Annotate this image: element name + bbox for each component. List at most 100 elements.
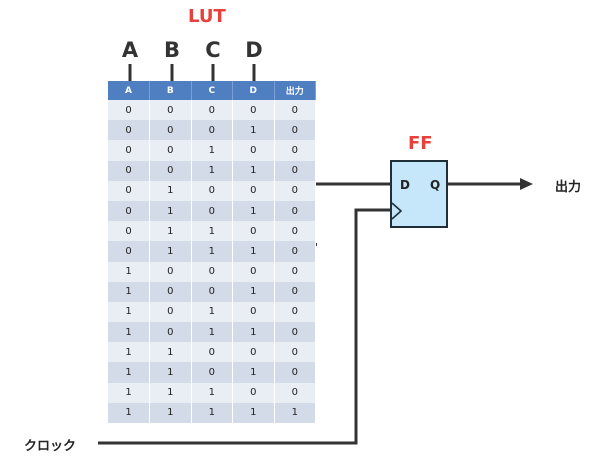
cell-b: 1 [149,342,192,363]
input-label-a: A [121,38,139,62]
cell-b: 0 [149,301,192,323]
cell-d: 0 [232,221,275,242]
cell-c: 1 [191,221,233,242]
cell-c: 1 [191,241,233,262]
cell-output: 0 [274,382,316,403]
input-label-c: C [205,38,221,62]
ff-pin-d: D [400,178,410,192]
cell-c: 1 [191,322,233,343]
clock-triangle-icon [391,202,403,220]
cell-output: 0 [274,140,316,161]
cell-a: 0 [108,180,150,201]
cell-a: 0 [108,100,150,121]
header-c: C [191,81,233,100]
ff-pin-q: Q [430,178,441,192]
wire-clock [98,208,390,445]
clock-label: クロック [24,439,77,454]
ff-title: FF [408,133,433,154]
cell-output: 1 [274,402,316,423]
cell-c: 1 [191,160,233,181]
table-header-row: A B C D 出力 [108,81,316,100]
cell-b: 0 [149,261,192,282]
cell-b: 0 [149,281,192,302]
cell-output: 0 [274,301,316,323]
cell-d: 1 [232,160,275,181]
cell-d: 0 [232,100,275,121]
cell-b: 1 [149,402,192,423]
cell-d: 1 [232,241,275,262]
cell-a: 0 [108,140,150,161]
cell-c: 0 [191,100,233,121]
cell-a: 1 [108,322,150,343]
cell-a: 1 [108,281,150,302]
cell-d: 0 [232,382,275,403]
cell-c: 0 [191,342,233,363]
cell-d: 1 [232,402,275,423]
cell-output: 0 [274,342,316,363]
cell-b: 0 [149,100,192,121]
cell-b: 0 [149,120,192,141]
cell-output: 0 [274,100,316,121]
output-arrowhead [520,178,533,190]
cell-a: 0 [108,221,150,242]
output-label: 出力 [555,180,582,195]
lut-title: LUT [188,6,226,27]
cell-output: 0 [274,120,316,141]
cell-a: 1 [108,301,150,323]
cell-c: 0 [191,362,233,383]
cell-output: 0 [274,180,316,201]
cell-a: 0 [108,120,150,141]
cell-a: 1 [108,402,150,423]
cell-output: 0 [274,200,316,222]
cell-c: 0 [191,281,233,302]
header-d: D [232,81,275,100]
cell-a: 1 [108,261,150,282]
cell-d: 1 [232,322,275,343]
cell-b: 1 [149,200,192,222]
cell-c: 0 [191,120,233,141]
cell-b: 1 [149,382,192,403]
cell-d: 0 [232,301,275,323]
cell-d: 1 [232,200,275,222]
input-label-b: B [163,38,180,62]
cell-c: 1 [191,140,233,161]
cell-c: 0 [191,261,233,282]
flip-flop-block: D Q [390,160,448,228]
cell-output: 0 [274,241,316,262]
cell-c: 1 [191,301,233,323]
cell-d: 0 [232,261,275,282]
header-b: B [149,81,192,100]
cell-output: 0 [274,221,316,242]
cell-d: 1 [232,281,275,302]
header-a: A [108,81,150,100]
cell-c: 1 [191,382,233,403]
cell-d: 1 [232,120,275,141]
cell-b: 0 [149,322,192,343]
cell-b: 0 [149,160,192,181]
cell-a: 0 [108,160,150,181]
cell-a: 0 [108,200,150,222]
cell-output: 0 [274,322,316,343]
cell-a: 0 [108,241,150,262]
cell-output: 0 [274,261,316,282]
cell-a: 1 [108,362,150,383]
input-label-d: D [245,38,263,62]
header-output: 出力 [274,81,316,100]
cell-d: 1 [232,362,275,383]
